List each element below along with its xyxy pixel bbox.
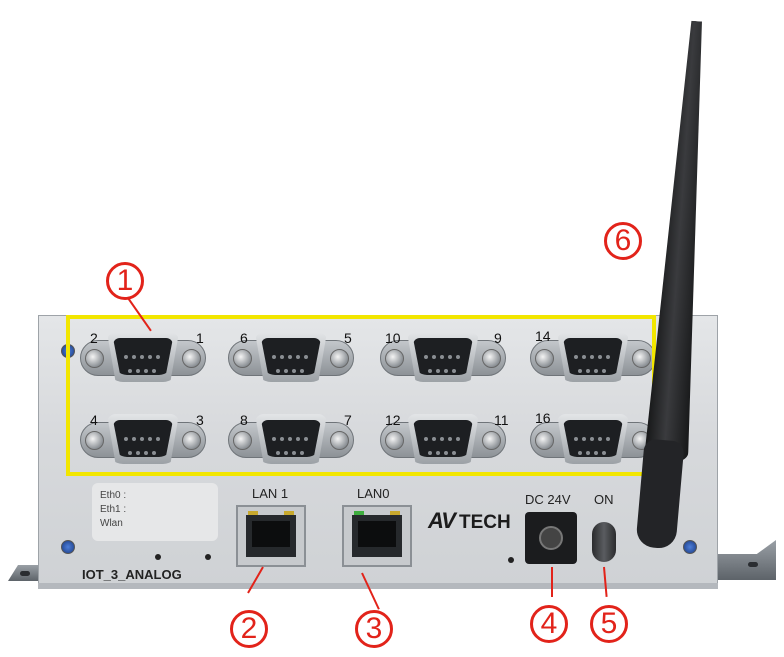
port-number-label: 4 <box>90 412 98 428</box>
indicator-hole <box>205 554 211 560</box>
power-switch-label: ON <box>594 492 614 507</box>
callout-1: 1 <box>106 262 144 300</box>
port-number-label: 10 <box>385 330 401 346</box>
indicator-hole <box>508 557 514 563</box>
dc-input-label: DC 24V <box>525 492 571 507</box>
serial-port-3-4[interactable] <box>80 412 206 466</box>
port-number-label: 14 <box>535 328 551 344</box>
serial-ports-highlight <box>66 315 656 476</box>
callout-2: 2 <box>230 610 268 648</box>
serial-port-1-2[interactable] <box>80 330 206 384</box>
dc-power-jack[interactable] <box>525 512 577 564</box>
blue-screw <box>683 540 697 554</box>
right-mounting-flange <box>712 540 776 580</box>
port-number-label: 9 <box>494 330 502 346</box>
port-number-label: 8 <box>240 412 248 428</box>
indicator-hole <box>155 554 161 560</box>
sticker-eth0: Eth0 : <box>100 490 127 501</box>
blue-screw <box>61 540 75 554</box>
callout-6: 6 <box>604 222 642 260</box>
lan1-port[interactable] <box>236 505 306 567</box>
port-number-label: 5 <box>344 330 352 346</box>
port-number-label: 11 <box>494 412 509 428</box>
callout-4: 4 <box>530 605 568 643</box>
model-name: IOT_3_ANALOG <box>82 567 182 582</box>
port-number-label: 7 <box>344 412 352 428</box>
brand-logo-mark: AV <box>428 508 456 533</box>
port-number-label: 16 <box>535 410 551 426</box>
port-number-label: 3 <box>196 412 204 428</box>
port-number-label: 12 <box>385 412 401 428</box>
flange-hole <box>748 562 758 567</box>
serial-port-5-6[interactable] <box>228 330 354 384</box>
sticker-wlan: Wlan <box>100 518 123 529</box>
flange-hole <box>20 571 30 576</box>
lan0-port[interactable] <box>342 505 412 567</box>
port-number-label: 2 <box>90 330 98 346</box>
callout-4-leader <box>551 567 553 597</box>
lan1-label: LAN 1 <box>252 486 289 501</box>
brand-logo-text: TECH <box>459 512 511 533</box>
address-label-sticker <box>92 483 218 541</box>
sticker-eth1: Eth1 : <box>100 504 127 515</box>
callout-5: 5 <box>590 605 628 643</box>
serial-port-9-10[interactable] <box>380 330 506 384</box>
port-number-label: 1 <box>196 330 204 346</box>
port-number-label: 6 <box>240 330 248 346</box>
serial-port-11-12[interactable] <box>380 412 506 466</box>
serial-port-14[interactable] <box>530 330 656 384</box>
power-switch[interactable] <box>592 522 616 562</box>
lan0-label: LAN0 <box>357 486 390 501</box>
serial-port-7-8[interactable] <box>228 412 354 466</box>
callout-3: 3 <box>355 610 393 648</box>
chassis-bottom-edge <box>38 583 718 589</box>
